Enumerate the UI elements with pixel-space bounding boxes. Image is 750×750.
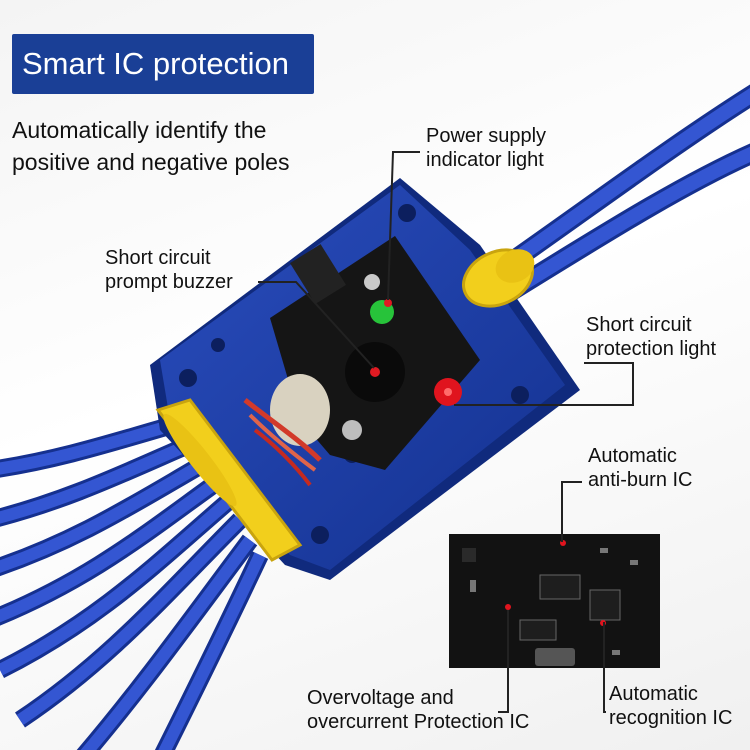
callout-line: recognition IC xyxy=(609,707,733,729)
callout-line: anti-burn IC xyxy=(588,469,693,491)
subtitle-line: Automatically identify the xyxy=(12,117,267,143)
callout-power-light: Power supply indicator light xyxy=(426,124,546,172)
callout-line: Automatic xyxy=(588,445,677,467)
grommet-left xyxy=(155,398,303,562)
callout-line: indicator light xyxy=(426,149,544,171)
subtitle: Automatically identify the positive and … xyxy=(12,114,289,178)
callout-line: Overvoltage and xyxy=(307,687,454,709)
callout-line: Short circuit xyxy=(586,314,692,336)
callout-line: prompt buzzer xyxy=(105,271,233,293)
callout-buzzer: Short circuit prompt buzzer xyxy=(105,246,233,294)
callout-anti-burn: Automatic anti-burn IC xyxy=(588,444,693,492)
input-cables xyxy=(0,411,269,750)
callout-overvoltage: Overvoltage and overcurrent Protection I… xyxy=(307,686,529,734)
callout-line: protection light xyxy=(586,338,717,360)
grommet-right xyxy=(462,248,535,308)
output-cables xyxy=(494,84,750,304)
callout-recognition: Automatic recognition IC xyxy=(609,682,732,730)
subtitle-line: positive and negative poles xyxy=(12,149,290,175)
callout-line: overcurrent Protection IC xyxy=(307,711,530,733)
callout-line: Automatic xyxy=(609,683,698,705)
callout-protection-light: Short circuit protection light xyxy=(586,313,716,361)
callout-line: Power supply xyxy=(426,125,547,147)
ic-board-closeup xyxy=(449,534,660,668)
callout-leaders xyxy=(258,151,634,713)
title-banner xyxy=(12,34,314,94)
wire-knot xyxy=(243,374,330,487)
page-title: Smart IC protection xyxy=(22,46,290,81)
callout-line: Short circuit xyxy=(105,247,211,269)
